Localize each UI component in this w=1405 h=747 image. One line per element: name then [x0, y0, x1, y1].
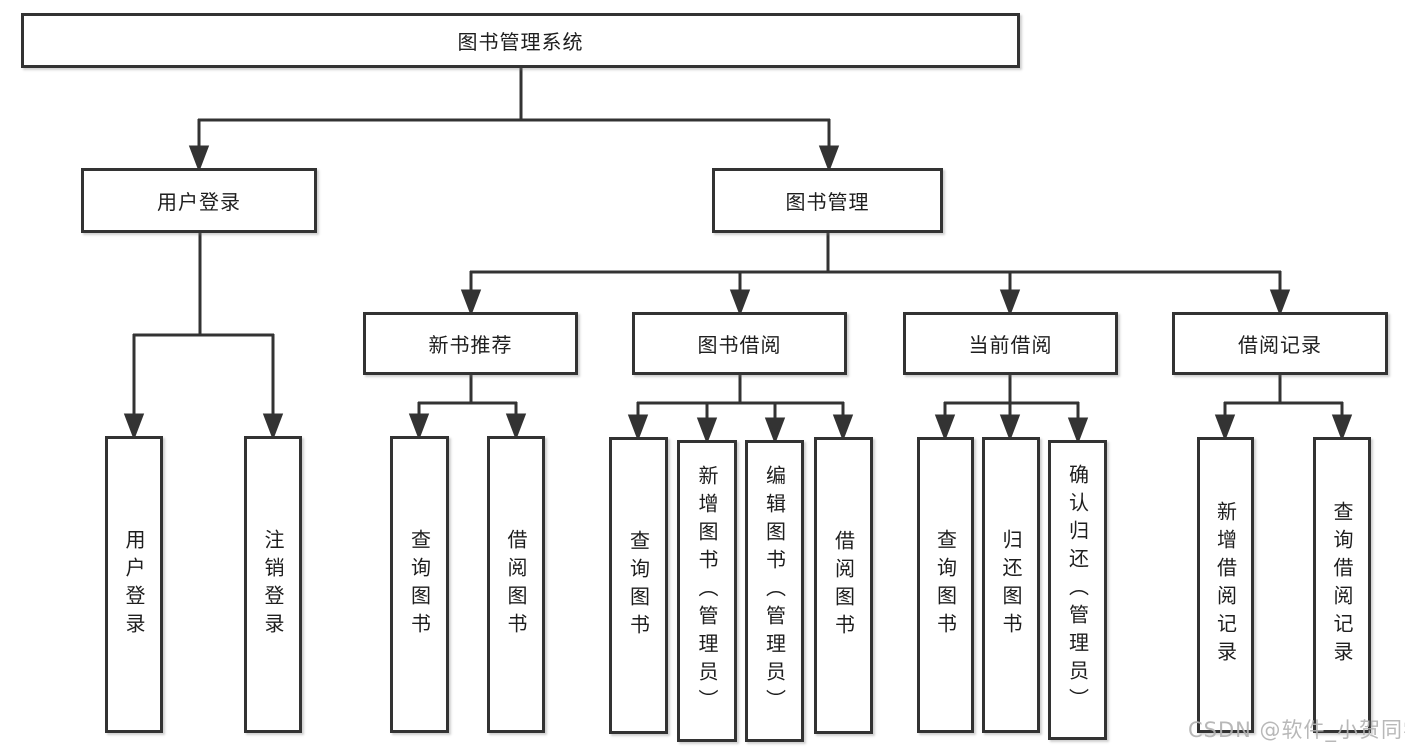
leaf-confirm-return-admin: 确认归还（管理员） [1048, 440, 1107, 740]
node-label: 借阅图书 [831, 529, 856, 642]
node-label: 确认归还（管理员） [1065, 464, 1090, 716]
node-label: 当前借阅 [968, 333, 1053, 357]
node-label: 用户登录 [122, 528, 146, 641]
node-label: 借阅记录 [1238, 333, 1322, 357]
leaf-add-books-admin: 新增图书（管理员） [677, 440, 737, 742]
leaf-query-books-3: 查询图书 [917, 437, 974, 733]
leaf-query-books-1: 查询图书 [390, 436, 449, 733]
leaf-query-books-2: 查询图书 [609, 437, 668, 734]
leaf-return-books: 归还图书 [982, 437, 1040, 733]
node-label: 新书推荐 [428, 333, 513, 357]
leaf-borrow-books-2: 借阅图书 [814, 437, 873, 734]
leaf-add-borrow-record: 新增借阅记录 [1197, 437, 1254, 733]
node-current-borrowing: 当前借阅 [903, 312, 1118, 375]
node-label: 归还图书 [999, 529, 1023, 641]
leaf-query-borrow-record: 查询借阅记录 [1313, 437, 1371, 733]
node-label: 注销登录 [261, 528, 285, 641]
node-label: 查询图书 [407, 528, 432, 641]
node-borrowing-records: 借阅记录 [1172, 312, 1388, 375]
node-label: 编辑图书（管理员） [762, 465, 787, 717]
node-label: 新增图书（管理员） [695, 465, 719, 717]
leaf-borrow-books-1: 借阅图书 [487, 436, 545, 733]
node-label: 用户登录 [157, 190, 241, 214]
node-root-library-system: 图书管理系统 [21, 13, 1020, 68]
node-label: 图书管理 [785, 190, 870, 214]
node-new-book-recommend: 新书推荐 [363, 312, 578, 375]
node-label: 查询图书 [933, 529, 958, 641]
node-label: 新增借阅记录 [1213, 501, 1238, 669]
node-label: 借阅图书 [504, 528, 528, 641]
node-label: 查询图书 [626, 529, 651, 642]
node-label: 图书管理系统 [457, 30, 584, 54]
leaf-logout: 注销登录 [244, 436, 302, 733]
node-user-login-branch: 用户登录 [81, 168, 317, 233]
node-book-management-branch: 图书管理 [712, 168, 943, 233]
node-book-borrowing: 图书借阅 [632, 312, 847, 375]
node-label: 图书借阅 [697, 333, 782, 357]
leaf-user-login: 用户登录 [105, 436, 163, 733]
csdn-watermark: CSDN @软件_小贺同学 [1188, 718, 1405, 742]
leaf-edit-books-admin: 编辑图书（管理员） [745, 440, 804, 742]
node-label: 查询借阅记录 [1330, 501, 1354, 669]
